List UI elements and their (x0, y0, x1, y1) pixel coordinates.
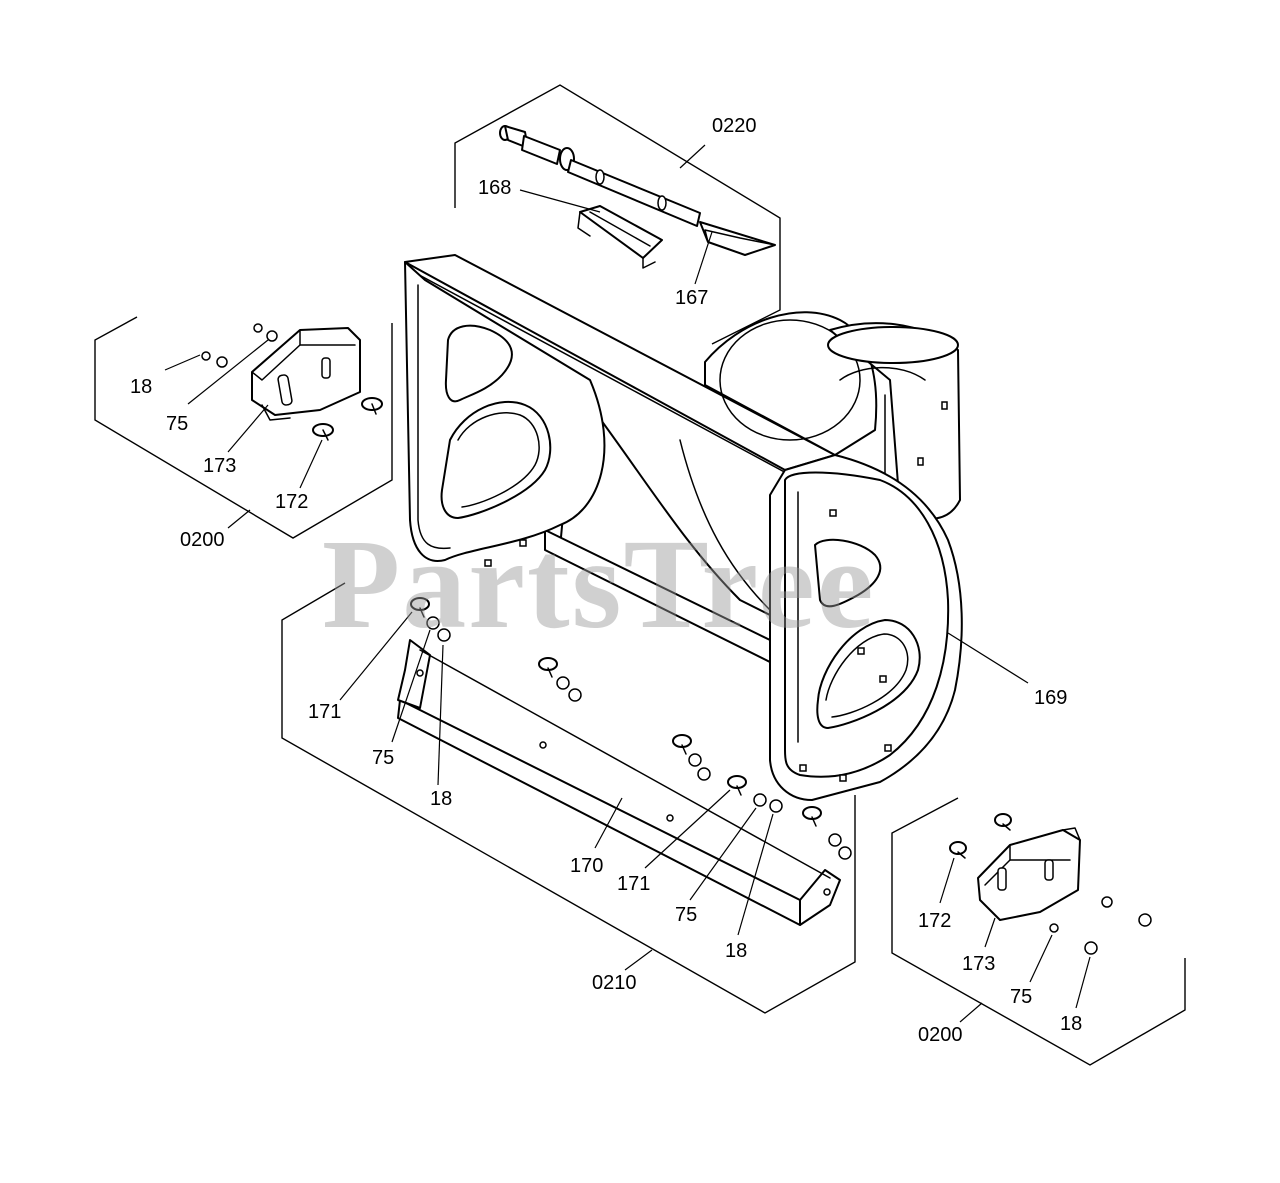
label-168: 168 (478, 177, 512, 199)
bracket-part-168 (577, 205, 663, 269)
washers-and-nuts-shave-plate (426, 616, 852, 860)
carriage-bolts-right-part-172 (949, 813, 1012, 859)
label-75-left: 75 (166, 413, 189, 435)
label-75-right: 75 (1010, 986, 1033, 1008)
carriage-bolts-part-171 (410, 597, 822, 827)
label-0220: 0220 (712, 115, 757, 137)
auger-shaft-part-167 (499, 125, 776, 256)
label-75-shave-left: 75 (372, 747, 395, 769)
group-box-0200-left (94, 316, 393, 539)
fasteners-right (1049, 896, 1152, 955)
label-169: 169 (1034, 687, 1068, 709)
label-173-right: 173 (962, 953, 996, 975)
label-172-left: 172 (275, 491, 309, 513)
auger-housing-part-169 (404, 254, 963, 801)
label-0200-left: 0200 (180, 529, 225, 551)
label-75-shave-right: 75 (675, 904, 698, 926)
label-171-right: 171 (617, 873, 651, 895)
label-0200-right: 0200 (918, 1024, 963, 1046)
group-box-0220 (454, 84, 781, 345)
shave-plate-part-170 (397, 639, 841, 926)
label-0210: 0210 (592, 972, 637, 994)
group-box-0200-right (891, 797, 1186, 1066)
skid-shoe-left-part-173 (251, 327, 361, 421)
label-167: 167 (675, 287, 709, 309)
label-18-shave-right: 18 (725, 940, 748, 962)
leader-lines (164, 144, 1091, 1023)
label-172-right: 172 (918, 910, 952, 932)
label-18-right: 18 (1060, 1013, 1083, 1035)
group-box-0210 (281, 582, 856, 1014)
carriage-bolts-left-part-172 (312, 397, 383, 441)
skid-shoe-right-part-173 (977, 827, 1081, 921)
label-171-left: 171 (308, 701, 342, 723)
label-18-left: 18 (130, 376, 153, 398)
fasteners-left (201, 323, 278, 368)
label-18-shave-left: 18 (430, 788, 453, 810)
label-173-left: 173 (203, 455, 237, 477)
label-170: 170 (570, 855, 604, 877)
